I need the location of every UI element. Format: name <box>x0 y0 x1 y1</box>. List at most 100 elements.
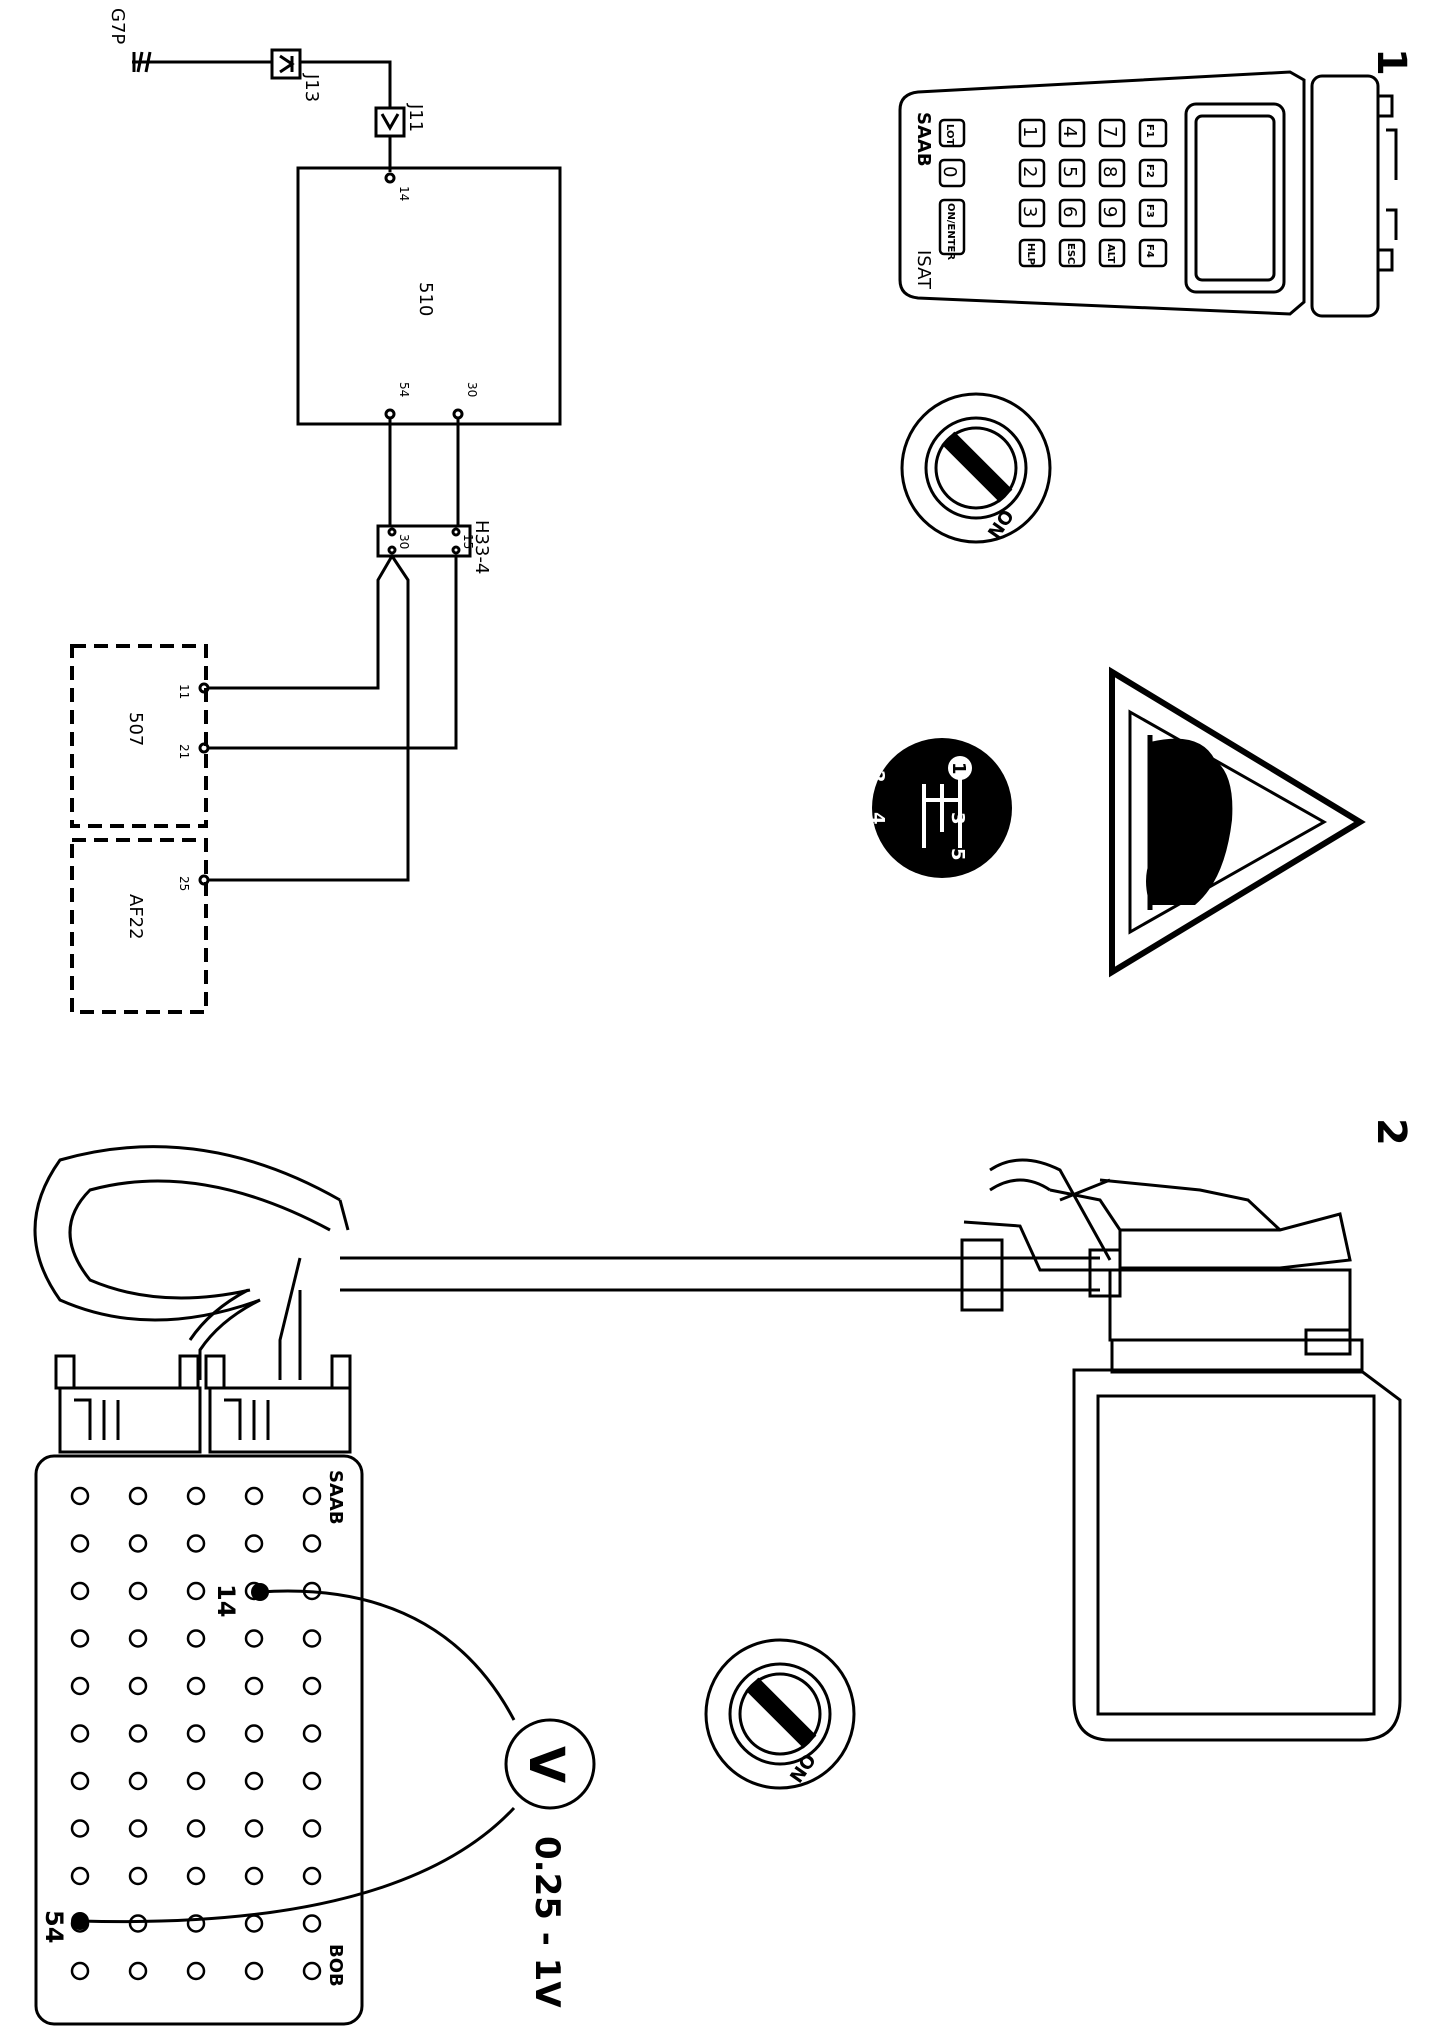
breakout-pin[interactable] <box>70 1534 90 1553</box>
key-2[interactable] <box>1018 158 1046 188</box>
breakout-pin[interactable] <box>302 1486 322 1506</box>
breakout-pin[interactable] <box>244 1724 264 1743</box>
breakout-pin[interactable] <box>244 1676 264 1696</box>
breakout-pin[interactable] <box>186 1771 206 1791</box>
breakout-pin[interactable] <box>302 1866 322 1886</box>
breakout-pin[interactable] <box>244 1486 264 1506</box>
ignition-position-label: ON <box>982 505 1017 542</box>
key-on-enter[interactable] <box>938 198 966 256</box>
key-f3[interactable] <box>1138 198 1168 228</box>
key-2-label: 2 <box>1019 166 1040 177</box>
breakout-pin[interactable] <box>186 1629 206 1648</box>
breakout-pin[interactable] <box>70 1819 90 1838</box>
breakout-pin[interactable] <box>128 1676 148 1696</box>
module-507-box <box>70 644 208 828</box>
key-4[interactable] <box>1058 118 1086 148</box>
key-9[interactable] <box>1098 198 1126 228</box>
ecu-510-pin-54 <box>384 408 396 420</box>
breakout-pin[interactable] <box>244 1866 264 1886</box>
voltmeter-icon: V <box>504 1718 596 1810</box>
breakout-pin[interactable] <box>186 1961 206 1981</box>
module-507-label: 507 <box>125 712 146 746</box>
breakout-pin[interactable] <box>186 1676 206 1696</box>
step-number-1: 1 <box>1368 48 1414 76</box>
key-esc[interactable] <box>1058 238 1086 268</box>
module-af22-box <box>70 838 208 1014</box>
breakout-pin[interactable] <box>302 1534 322 1553</box>
breakout-pin[interactable] <box>186 1486 206 1506</box>
key-lot[interactable] <box>938 118 966 148</box>
breakout-pin[interactable] <box>70 1676 90 1696</box>
breakout-pin[interactable] <box>128 1534 148 1553</box>
key-f4[interactable] <box>1138 238 1168 268</box>
key-7[interactable] <box>1098 118 1126 148</box>
connector-j13 <box>270 48 302 80</box>
breakout-pin[interactable] <box>128 1486 148 1506</box>
breakout-pin[interactable] <box>70 1629 90 1648</box>
ecu-510-pin-14 <box>384 172 396 184</box>
ecu-510-pin-54-label: 54 <box>397 382 411 397</box>
breakout-pin[interactable] <box>128 1724 148 1743</box>
breakout-pin[interactable] <box>302 1724 322 1743</box>
isat-diagnostic-tool: SAAB ISAT LOT 0 ON/ENTER 1 2 3 HLP 4 5 <box>898 70 1398 318</box>
breakout-pin[interactable] <box>70 1724 90 1743</box>
connector-j11-label: J11 <box>405 103 426 132</box>
breakout-pin[interactable] <box>70 1486 90 1506</box>
key-6-label: 6 <box>1059 206 1080 217</box>
breakout-pin[interactable] <box>70 1961 90 1981</box>
key-6[interactable] <box>1058 198 1086 228</box>
breakout-pin[interactable] <box>244 1534 264 1553</box>
breakout-pin[interactable] <box>302 1914 322 1933</box>
key-0[interactable] <box>938 158 966 188</box>
key-f1[interactable] <box>1138 118 1168 148</box>
breakout-pin[interactable] <box>244 1629 264 1648</box>
breakout-pin[interactable] <box>186 1534 206 1553</box>
breakout-pin[interactable] <box>186 1581 206 1601</box>
key-alt[interactable] <box>1098 238 1126 268</box>
key-f2[interactable] <box>1138 158 1168 188</box>
key-8[interactable] <box>1098 158 1126 188</box>
h33-pin-30-label: 30 <box>397 534 411 549</box>
breakout-pin[interactable] <box>128 1629 148 1648</box>
breakout-pin[interactable] <box>186 1819 206 1838</box>
module-af22-pin-25-label: 25 <box>177 876 191 891</box>
key-f3-label: F3 <box>1144 204 1155 218</box>
breakout-pin[interactable] <box>302 1771 322 1791</box>
connector-j11 <box>374 106 406 138</box>
probe-pin-54-label: 54 <box>40 1910 68 1943</box>
breakout-pin[interactable] <box>128 1866 148 1886</box>
breakout-box-name: BOB <box>325 1944 346 1987</box>
breakout-box-body <box>34 1454 364 2026</box>
breakout-pin[interactable] <box>244 1914 264 1933</box>
key-lot-label: LOT <box>944 124 955 146</box>
breakout-pin[interactable] <box>70 1581 90 1601</box>
ignition-switch-2-icon: ON <box>704 1638 856 1790</box>
module-507-pin-11-label: 11 <box>177 684 191 699</box>
breakout-pin[interactable] <box>70 1866 90 1886</box>
breakout-pin[interactable] <box>186 1724 206 1743</box>
key-3[interactable] <box>1018 198 1046 228</box>
breakout-pin[interactable] <box>128 1819 148 1838</box>
breakout-pin[interactable] <box>302 1961 322 1981</box>
breakout-pin[interactable] <box>244 1961 264 1981</box>
isat-display <box>1184 102 1286 294</box>
breakout-pin[interactable] <box>244 1771 264 1791</box>
key-hlp[interactable] <box>1018 238 1046 268</box>
ecu-510-pin-30-label: 30 <box>465 382 479 397</box>
breakout-pin[interactable] <box>70 1771 90 1791</box>
breakout-pin[interactable] <box>128 1961 148 1981</box>
key-5[interactable] <box>1058 158 1086 188</box>
breakout-pin[interactable] <box>244 1819 264 1838</box>
breakout-pin[interactable] <box>302 1629 322 1648</box>
breakout-pin[interactable] <box>128 1581 148 1601</box>
key-esc-label: ESC <box>1065 243 1076 264</box>
breakout-pin[interactable] <box>128 1771 148 1791</box>
ecu-unit <box>963 1158 1402 1742</box>
breakout-pin[interactable] <box>128 1914 148 1933</box>
isat-brand: SAAB <box>913 112 934 167</box>
breakout-pin[interactable] <box>302 1676 322 1696</box>
key-1[interactable] <box>1018 118 1046 148</box>
breakout-pin[interactable] <box>302 1819 322 1838</box>
breakout-pin[interactable] <box>186 1866 206 1886</box>
